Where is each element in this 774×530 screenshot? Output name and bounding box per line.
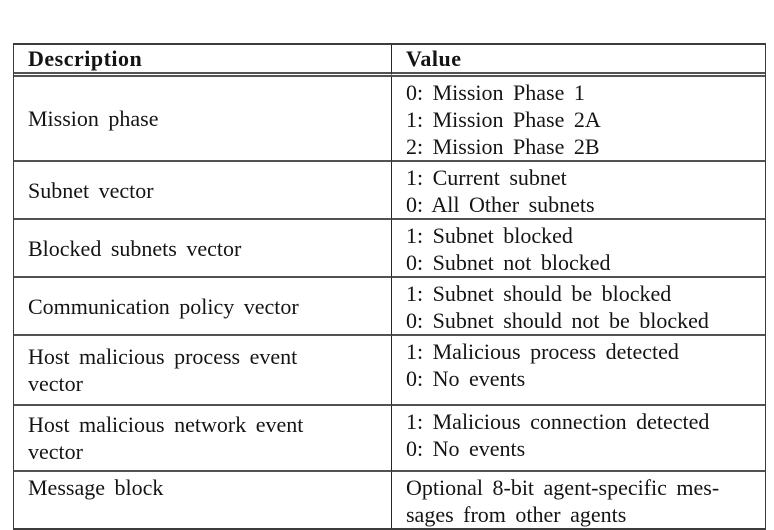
cell-line: 1: Malicious process detected (406, 339, 679, 364)
table-row: Message block Optional 8-bit agent-specif… (14, 472, 765, 528)
table-row: Communication policy vector 1: Subnet sho… (14, 278, 765, 336)
cell-line: Blocked subnets vector (28, 235, 242, 261)
header-cell-value: Value (392, 45, 765, 77)
cell-line: 1: Malicious connection detected (406, 409, 710, 434)
description-cell: Message block (14, 472, 392, 528)
cell-line: 1: Subnet blocked (406, 223, 573, 248)
cell-line: 2: Mission Phase 2B (406, 134, 600, 159)
cell-line: vector (28, 439, 83, 464)
cell-line: 1: Subnet should be blocked (406, 281, 672, 306)
cell-line: 1: Mission Phase 2A (406, 107, 601, 132)
header-row: Description Value (14, 45, 765, 77)
cell-line: 1: Current subnet (406, 165, 567, 190)
header-cell-description: Description (14, 45, 392, 77)
cell-line: 0: No events (406, 436, 526, 461)
cell-line: Mission phase (28, 106, 159, 131)
cell-line: 0: Mission Phase 1 (406, 80, 585, 105)
cell-line: Host malicious process event (28, 344, 298, 369)
cell-line: Communication policy vector (28, 293, 299, 319)
table-header: Description Value (14, 45, 765, 77)
description-cell: Mission phase (14, 77, 392, 162)
cell-line: Host malicious network event (28, 412, 304, 437)
description-cell: Blocked subnets vector (14, 220, 392, 278)
cell-line: vector (28, 371, 83, 396)
cell-line: 0: Subnet not blocked (406, 250, 611, 275)
cell-line: Message block (28, 475, 164, 500)
cell-line: 0: All Other subnets (406, 192, 595, 217)
cell-line: sages from other agents (406, 502, 627, 527)
cell-line: 0: Subnet should not be blocked (406, 308, 709, 333)
description-cell: Subnet vector (14, 162, 392, 220)
cell-line: Subnet vector (28, 177, 154, 203)
description-cell: Communication policy vector (14, 278, 392, 336)
cell-line: Optional 8-bit agent-specific mes- (406, 475, 720, 500)
value-cell: Optional 8-bit agent-specific mes-sages … (392, 472, 765, 528)
observation-table: Description Value Mission phase 0: Missio… (13, 43, 766, 530)
cell-line: 0: No events (406, 366, 526, 391)
observation-table-wrapper: Description Value Mission phase 0: Missio… (13, 43, 766, 530)
